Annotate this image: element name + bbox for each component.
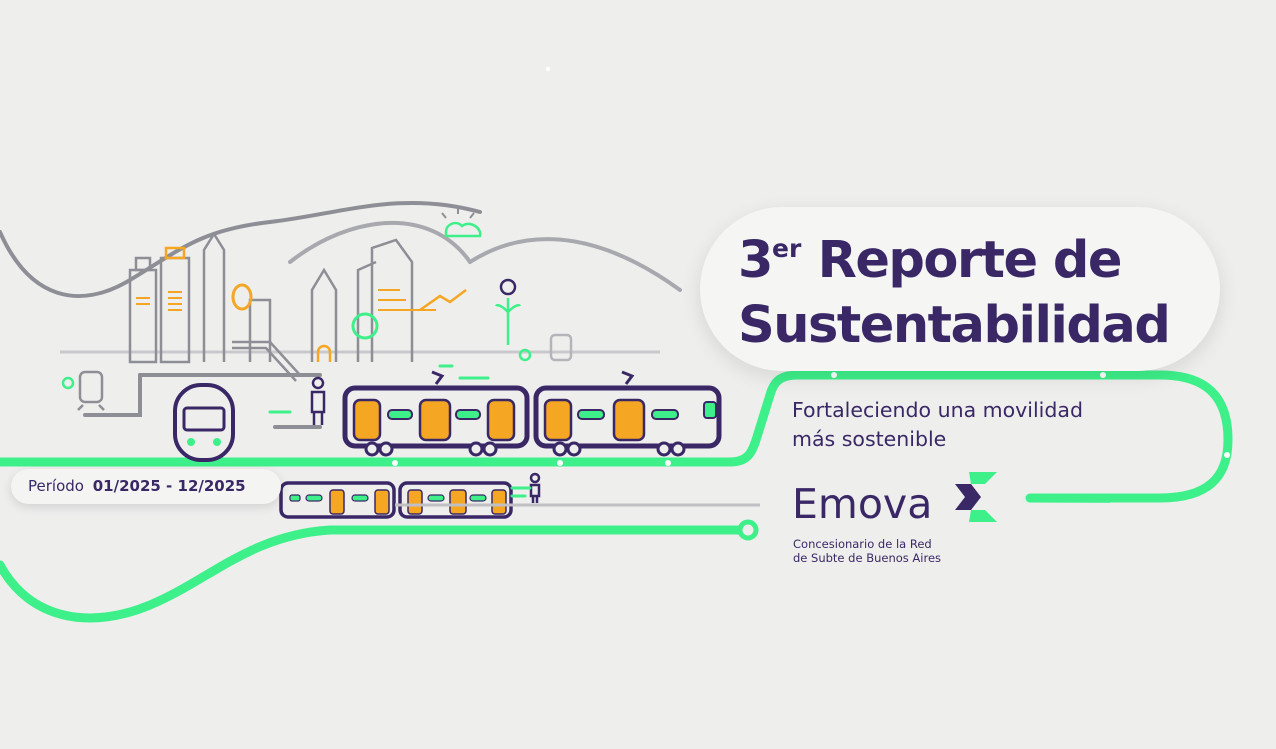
brand-name: Emova xyxy=(792,480,933,528)
star-dot xyxy=(546,67,550,71)
sun-cloud-icon xyxy=(441,208,482,238)
green-tracks xyxy=(0,370,1233,623)
track-station-dots xyxy=(392,372,1230,466)
track-fade xyxy=(1020,494,1110,503)
person-figure xyxy=(310,376,541,503)
lightbulb-icon xyxy=(494,278,522,345)
period-label: Período xyxy=(28,477,84,495)
report-title: 3er Reporte de Sustentabilidad xyxy=(738,231,1171,355)
lower-train xyxy=(279,481,513,519)
subtitle-line2: más sostenible xyxy=(792,427,947,451)
skyline-accent-lines xyxy=(136,291,182,311)
subway-train-icon xyxy=(173,383,235,462)
title-panel xyxy=(700,207,1220,371)
report-subtitle: Fortaleciendo una movilidad más sostenibl… xyxy=(792,396,1083,454)
title-number: 3 xyxy=(738,231,774,290)
emova-logo-icon xyxy=(955,472,997,522)
period-badge xyxy=(11,469,281,504)
growth-arrow xyxy=(419,289,467,312)
title-line2: Sustentabilidad xyxy=(738,296,1171,355)
tree-icon-left xyxy=(61,376,75,390)
tagline-line1: Concesionario de la Red xyxy=(793,537,932,551)
track-end-node xyxy=(737,519,759,541)
subtitle-line1: Fortaleciendo una movilidad xyxy=(792,398,1083,422)
gray-curves xyxy=(0,201,682,464)
green-dashes xyxy=(268,364,532,498)
tagline-line2: de Subte de Buenos Aires xyxy=(793,551,942,565)
main-train xyxy=(342,370,722,457)
title-line1: Reporte de xyxy=(817,231,1123,290)
tree-icon xyxy=(518,348,532,362)
period-value: 01/2025 - 12/2025 xyxy=(92,477,246,495)
green-chart-icon xyxy=(351,312,379,340)
period-text: Período 01/2025 - 12/2025 xyxy=(28,477,246,495)
orange-ring xyxy=(231,283,253,311)
small-train-icon xyxy=(77,333,573,411)
city-skyline-illustration xyxy=(128,231,436,382)
title-ordinal: er xyxy=(772,234,802,263)
